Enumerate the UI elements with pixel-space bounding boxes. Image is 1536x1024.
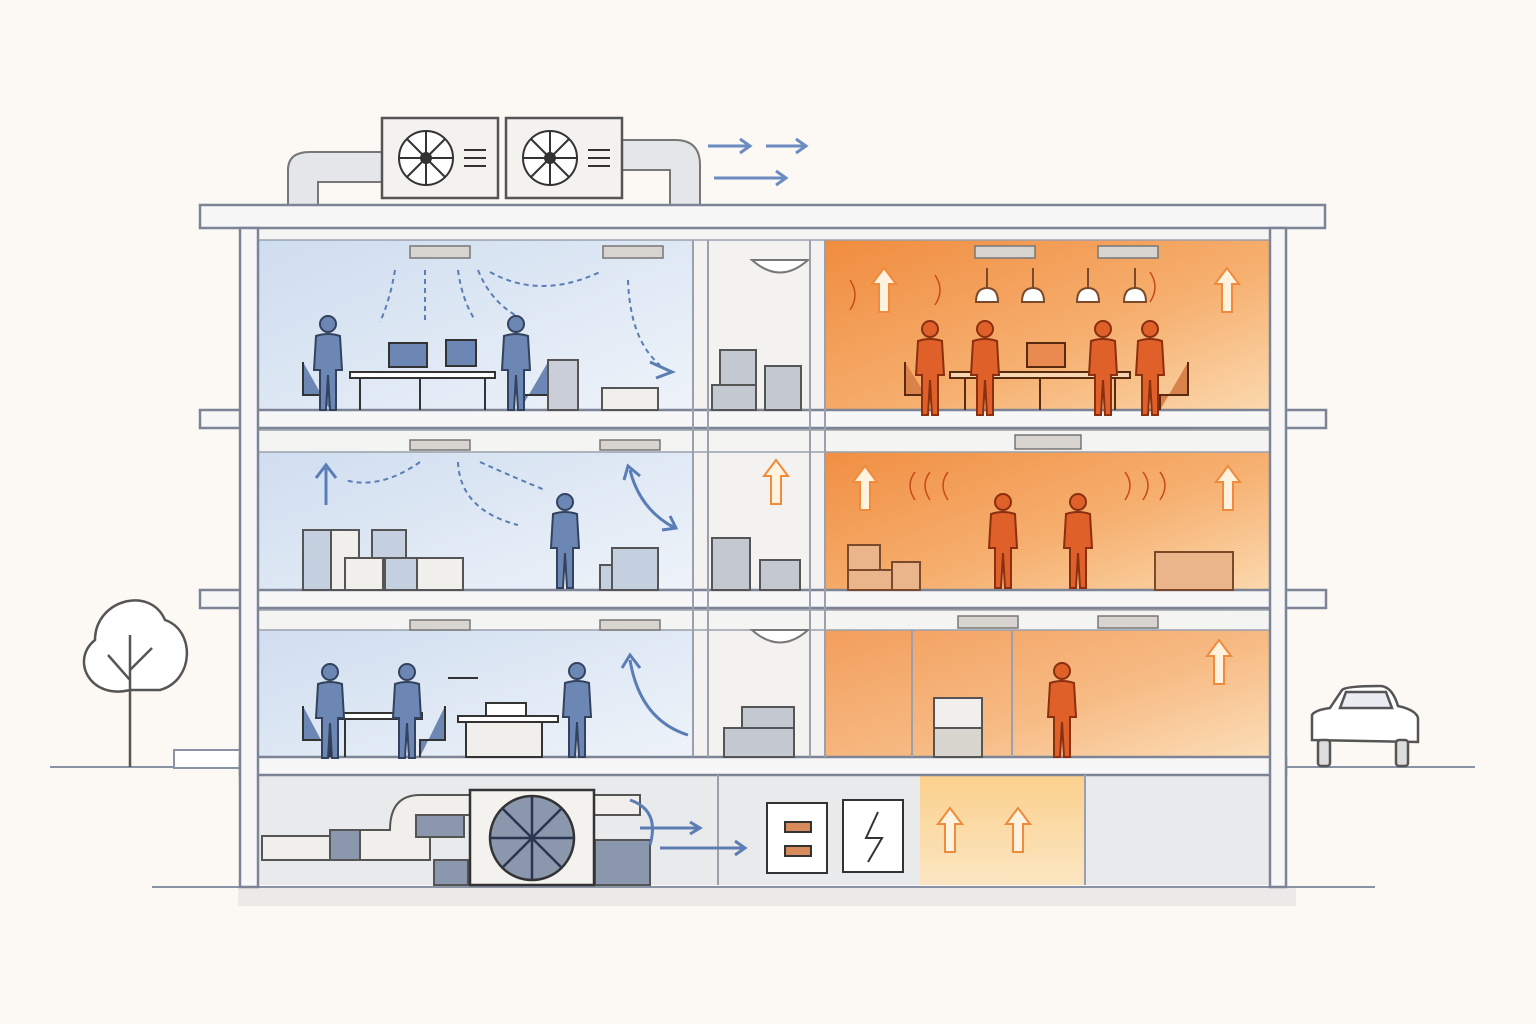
car-icon bbox=[1310, 684, 1420, 768]
storage-boxes bbox=[302, 529, 659, 591]
ground-shadow bbox=[238, 888, 1296, 906]
meeting-table bbox=[949, 371, 1131, 410]
monitor-icon bbox=[1026, 342, 1066, 368]
heat-wave-lines bbox=[849, 271, 1166, 501]
core-zone bbox=[693, 228, 825, 757]
fan-icon bbox=[522, 130, 578, 186]
airflow-arrow-icon bbox=[620, 652, 689, 737]
warm-zone-floor-1 bbox=[825, 608, 1270, 757]
entry-step bbox=[173, 749, 241, 769]
building-structure bbox=[198, 203, 1328, 889]
furniture bbox=[847, 544, 1234, 591]
cool-airflow-lines bbox=[344, 269, 661, 526]
vent-lines bbox=[464, 149, 486, 167]
airflow-arrow-icon bbox=[629, 798, 748, 857]
cabinet-icon bbox=[933, 697, 983, 758]
airflow-arrow-icon bbox=[708, 137, 809, 187]
storage-boxes bbox=[711, 349, 802, 758]
desk-icon bbox=[349, 371, 496, 410]
airflow-arrow-icon bbox=[314, 462, 338, 505]
warm-zone-floor-3 bbox=[825, 228, 1270, 410]
rooftop-duct bbox=[287, 139, 701, 206]
rooftop-ac-unit[interactable] bbox=[380, 116, 500, 200]
tree-icon bbox=[82, 599, 189, 767]
cabinet-icon bbox=[547, 359, 659, 411]
electrical-panel-icon bbox=[766, 799, 904, 874]
ceiling-diffusers bbox=[409, 245, 1159, 631]
vent-lines bbox=[588, 149, 610, 167]
airflow-arrow-icon bbox=[622, 463, 679, 532]
fan-icon[interactable] bbox=[468, 788, 596, 887]
monitor-icon bbox=[388, 339, 477, 368]
ceiling-sensor-icon bbox=[749, 259, 811, 644]
fan-icon bbox=[398, 130, 454, 186]
airflow-arrow-icon bbox=[649, 360, 676, 380]
desk-icon bbox=[329, 702, 559, 758]
rooftop-ac-unit[interactable] bbox=[504, 116, 624, 200]
interior-partitions bbox=[692, 240, 1086, 885]
